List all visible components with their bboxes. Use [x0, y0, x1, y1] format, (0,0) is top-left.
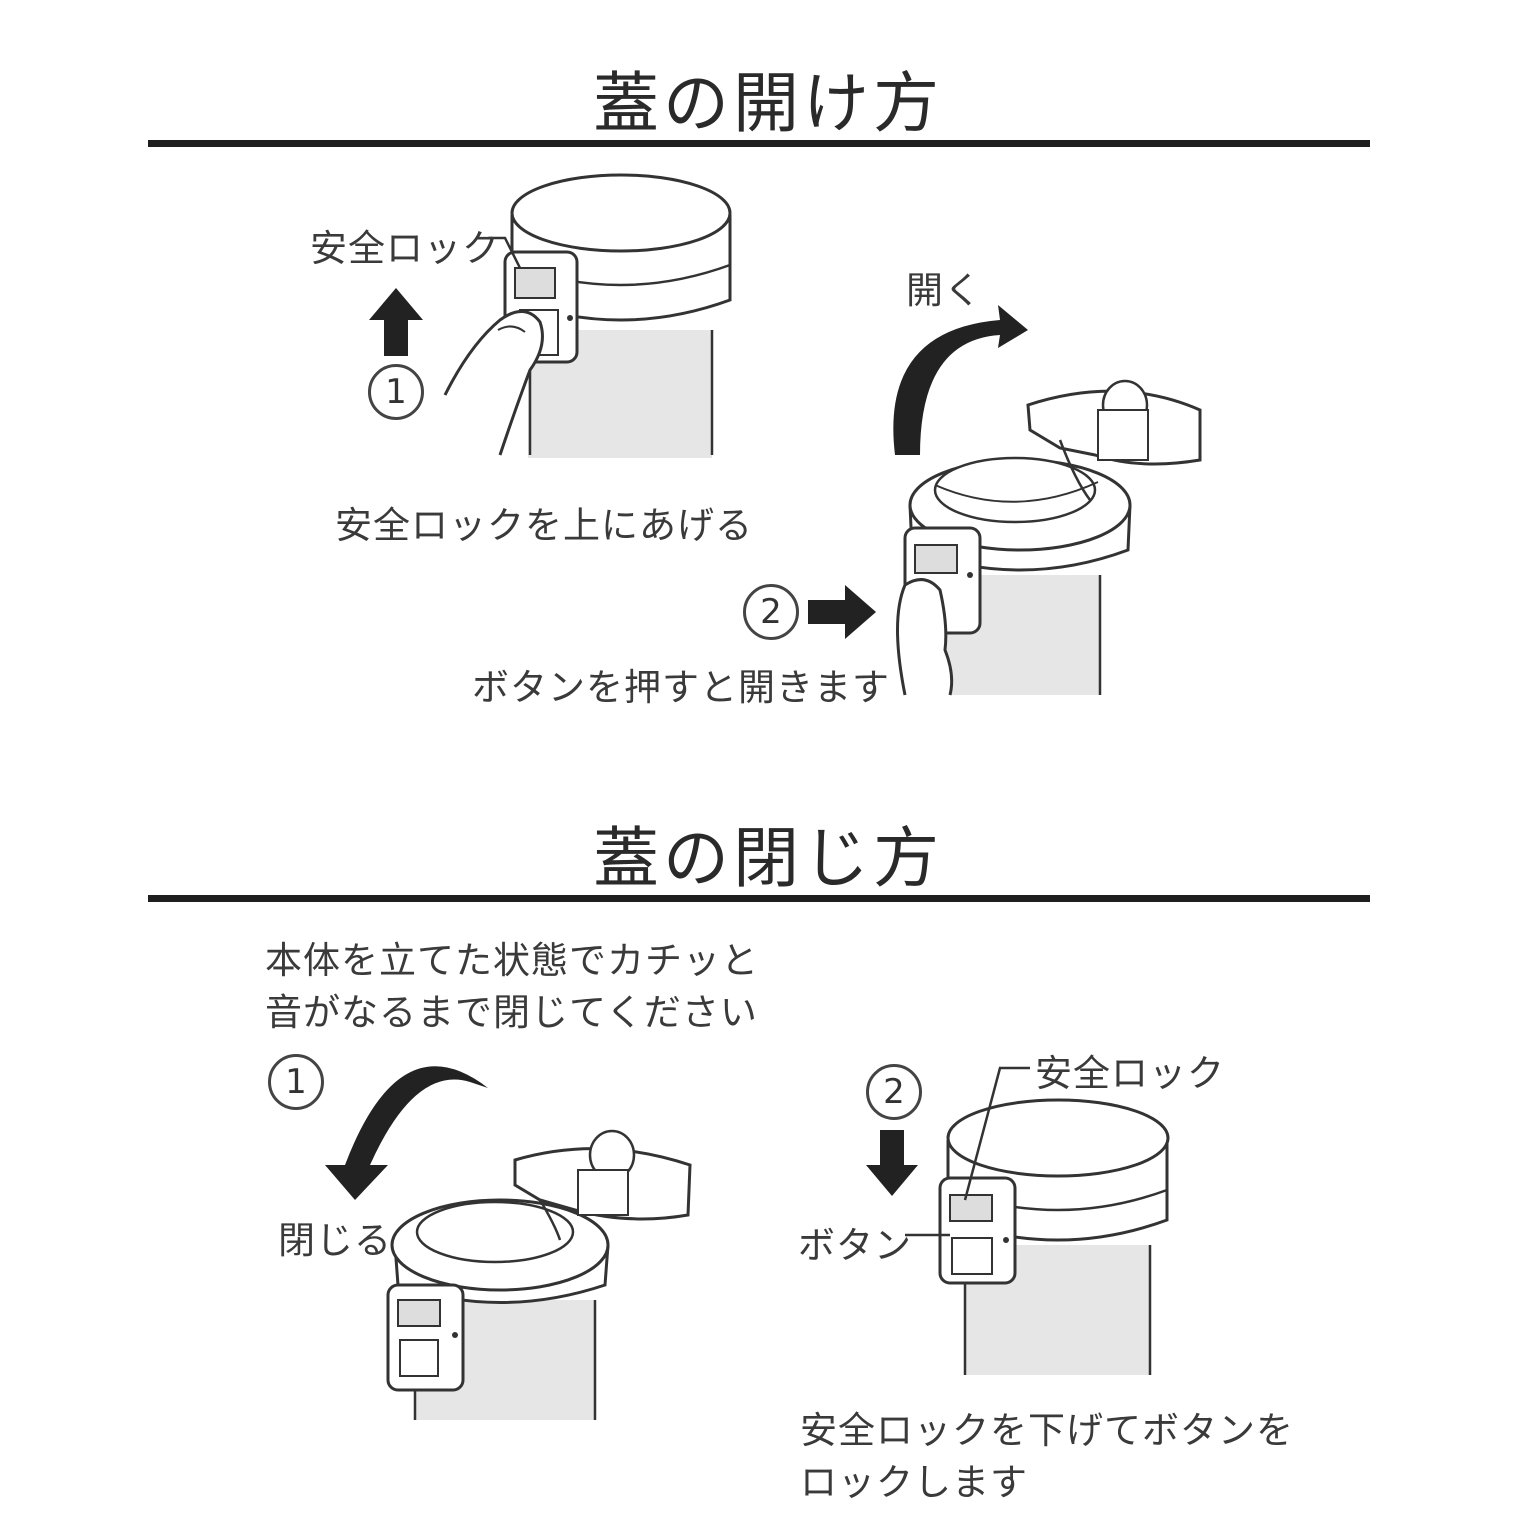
close-step2-number-badge: 2	[866, 1064, 922, 1120]
right-arrow-icon	[808, 585, 876, 639]
close-step2-caption-line2: ロックします	[800, 1461, 1028, 1504]
bottle-closed-top-left	[503, 173, 732, 458]
bottle-open-bottom-left	[386, 1129, 692, 1420]
open-curved-arrow-icon	[893, 305, 1028, 455]
open-step1-lock-label: 安全ロック	[310, 227, 500, 270]
close-step1-number-badge: 1	[268, 1054, 324, 1110]
up-arrow-icon	[369, 288, 423, 356]
open-step1-caption: 安全ロックを上にあげる	[335, 504, 753, 547]
close-curved-arrow-icon	[325, 1066, 488, 1200]
finger-pressing-button-icon	[896, 578, 954, 696]
close-section-title: 蓋の閉じ方	[593, 820, 943, 897]
close-instruction-line2: 音がなるまで閉じてください	[265, 991, 758, 1034]
close-step2-lock-label: 安全ロック	[1035, 1052, 1225, 1095]
open-section-divider	[148, 140, 1370, 147]
close-step2-button-label: ボタン	[798, 1224, 912, 1267]
lock-leader-line-top	[488, 236, 522, 269]
open-step1-number-badge: 1	[368, 364, 424, 420]
open-section-title: 蓋の開け方	[593, 65, 943, 142]
close-instruction-line1: 本体を立てた状態でカチッと	[265, 939, 759, 982]
thumb-pushing-lock-icon	[443, 310, 544, 456]
down-arrow-icon	[866, 1130, 918, 1196]
bottle-closed-bottom-right	[905, 1066, 1170, 1375]
open-step2-open-label: 開く	[906, 269, 982, 312]
close-section-divider	[148, 895, 1370, 902]
close-step2-caption-line1: 安全ロックを下げてボタンを	[800, 1409, 1294, 1452]
close-step1-close-label: 閉じる	[278, 1219, 392, 1262]
open-step2-caption: ボタンを押すと開きます	[472, 666, 890, 709]
bottle-open-top-right	[903, 379, 1202, 695]
open-step2-number-badge: 2	[743, 584, 799, 640]
